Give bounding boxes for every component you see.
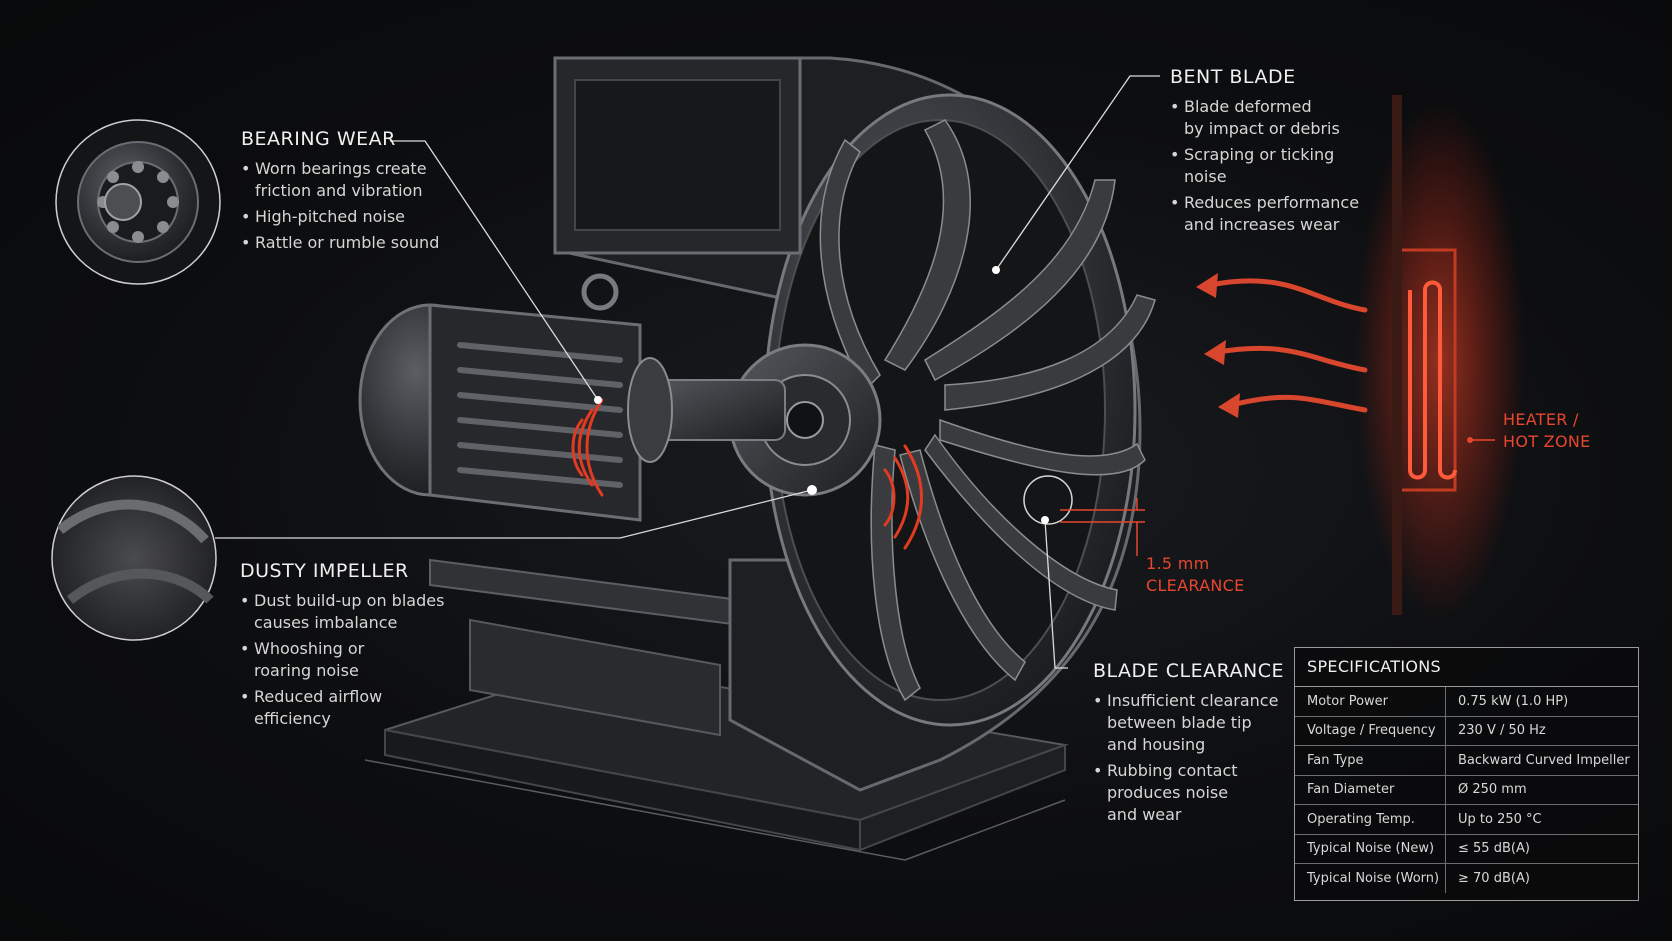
dusty-impeller-point: Dust build-up on blades causes imbalance	[240, 590, 480, 634]
bent-blade-point: Scraping or ticking noise	[1170, 144, 1400, 188]
table-row: Typical Noise (Worn) ≥ 70 dB(A)	[1295, 863, 1638, 893]
callout-bearing-wear: BEARING WEAR Worn bearings create fricti…	[241, 128, 471, 258]
blade-clearance-title: BLADE CLEARANCE	[1093, 660, 1284, 682]
blade-clearance-point: Insufficient clearance between blade tip…	[1093, 690, 1293, 756]
bent-blade-point: Blade deformed by impact or debris	[1170, 96, 1400, 140]
dusty-impeller-point: Whooshing or roaring noise	[240, 638, 480, 682]
bearing-wear-point: High-pitched noise	[241, 206, 471, 228]
clearance-dimension	[1060, 498, 1145, 556]
spec-value: Up to 250 °C	[1445, 804, 1638, 835]
bearing-inset	[55, 119, 221, 285]
spec-value: 0.75 kW (1.0 HP)	[1445, 687, 1638, 717]
dusty-impeller-inset	[51, 475, 217, 641]
table-row: Typical Noise (New)≤ 55 dB(A)	[1295, 834, 1638, 864]
bent-blade-title: BENT BLADE	[1170, 66, 1296, 88]
specifications-title: SPECIFICATIONS	[1295, 648, 1638, 687]
motor	[358, 273, 786, 522]
spec-value: Backward Curved Impeller	[1445, 745, 1638, 776]
dusty-impeller-point: Reduced airflow efficiency	[240, 686, 480, 730]
table-row: Operating Temp.Up to 250 °C	[1295, 804, 1638, 835]
leader-dots	[594, 266, 1049, 524]
blade-clearance-point: Rubbing contact produces noise and wear	[1093, 760, 1293, 826]
spec-value: ≥ 70 dB(A)	[1458, 870, 1530, 886]
spec-key: Typical Noise (Worn)	[1295, 863, 1446, 893]
spec-key: Fan Diameter	[1295, 775, 1446, 805]
callout-blade-clearance: BLADE CLEARANCE Insufficient clearance b…	[1093, 660, 1293, 830]
spec-key: Fan Type	[1295, 745, 1446, 776]
spec-key: Typical Noise (New)	[1295, 834, 1446, 864]
bearing-wear-point: Worn bearings create friction and vibrat…	[241, 158, 471, 202]
spec-key: Operating Temp.	[1295, 804, 1446, 835]
clearance-marker	[1023, 475, 1073, 525]
spec-value: ≤ 55 dB(A)	[1445, 834, 1638, 864]
callout-dusty-impeller: DUSTY IMPELLER Dust build-up on blades c…	[240, 560, 480, 734]
bearing-wear-point: Rattle or rumble sound	[241, 232, 471, 254]
spec-value: 230 V / 50 Hz	[1445, 716, 1638, 746]
leader-lines	[215, 75, 1160, 669]
dusty-impeller-title: DUSTY IMPELLER	[240, 560, 409, 582]
heater-label: HEATER / HOT ZONE	[1503, 410, 1591, 451]
noise-waves	[571, 398, 923, 550]
clearance-label: 1.5 mm CLEARANCE	[1146, 554, 1245, 595]
callout-bent-blade: BENT BLADE Blade deformed by impact or d…	[1170, 66, 1400, 240]
spec-key: Voltage / Frequency	[1295, 716, 1446, 746]
heat-flow-arrows	[1207, 278, 1368, 413]
base-frame	[364, 558, 1069, 861]
bent-blade-point: Reduces performance and increases wear	[1170, 192, 1400, 236]
heat-arrowheads	[1196, 273, 1240, 418]
bearing-wear-title: BEARING WEAR	[241, 128, 396, 150]
spec-key: Motor Power	[1295, 687, 1446, 717]
spec-value: Ø 250 mm	[1445, 775, 1638, 805]
